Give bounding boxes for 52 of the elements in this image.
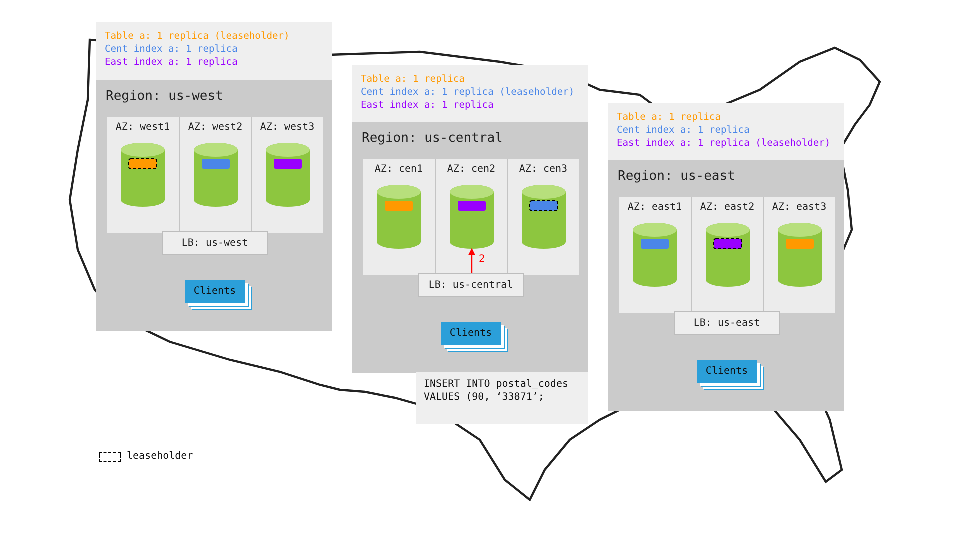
zone-label: AZ: west1 [114,122,172,133]
availability-zone-panel [619,197,691,313]
zone-label: AZ: west2 [187,122,244,133]
availability-zone-panel [179,117,251,233]
zone-label: AZ: east3 [771,202,828,213]
replica-note: Table a: 1 replica (leaseholder) [105,30,291,43]
legend-label: leaseholder [127,451,194,462]
edge-label: 2 [478,254,486,265]
availability-zone-panel [507,159,579,275]
replica-note: Cent index a: 1 replica [617,124,751,137]
replica-note: Table a: 1 replica [617,111,722,124]
availability-zone-panel [691,197,763,313]
replica-note: East index a: 1 replica (leaseholder) [617,137,832,150]
database-cylinder [706,223,750,287]
replica-note: Cent index a: 1 replica (leaseholder) [361,86,576,99]
replica-note: East index a: 1 replica [361,99,495,112]
replica-note: East index a: 1 replica [105,56,239,69]
availability-zone-panel [107,117,179,233]
availability-zone-panel [435,159,507,275]
region-heading: Region: us-central [362,131,503,146]
database-cylinder [522,185,566,249]
arrow [468,248,476,273]
clients-box: Clients [697,360,757,383]
zone-label: AZ: west3 [259,122,316,133]
zone-label: AZ: east2 [699,202,756,213]
database-cylinder [194,143,238,207]
database-cylinder [778,223,822,287]
zone-label: AZ: cen1 [374,164,424,175]
sql-statement-box: INSERT INTO postal_codes VALUES (90, ‘33871’; [416,372,588,424]
database-cylinder [450,185,494,249]
region-panel [608,160,844,411]
zone-label: AZ: cen3 [518,164,569,175]
region-heading: Region: us-east [618,169,736,184]
region-panel [352,122,588,373]
database-cylinder [121,143,165,207]
load-balancer-box: LB: us-west [162,231,268,255]
availability-zone-panel [363,159,435,275]
load-balancer-box: LB: us-central [418,273,524,297]
load-balancer-box: LB: us-east [674,311,780,335]
clients-box: Clients [441,322,501,345]
availability-zone-panel [763,197,835,313]
replica-note: Table a: 1 replica [361,73,466,86]
database-cylinder [633,223,677,287]
availability-zone-panel [251,117,323,233]
zone-label: AZ: east1 [626,202,684,213]
database-cylinder [266,143,310,207]
clients-box: Clients [185,280,245,303]
replica-note: Cent index a: 1 replica [105,43,239,56]
zone-label: AZ: cen2 [446,164,497,175]
database-cylinder [377,185,421,249]
region-heading: Region: us-west [106,89,224,104]
region-panel [96,80,332,331]
